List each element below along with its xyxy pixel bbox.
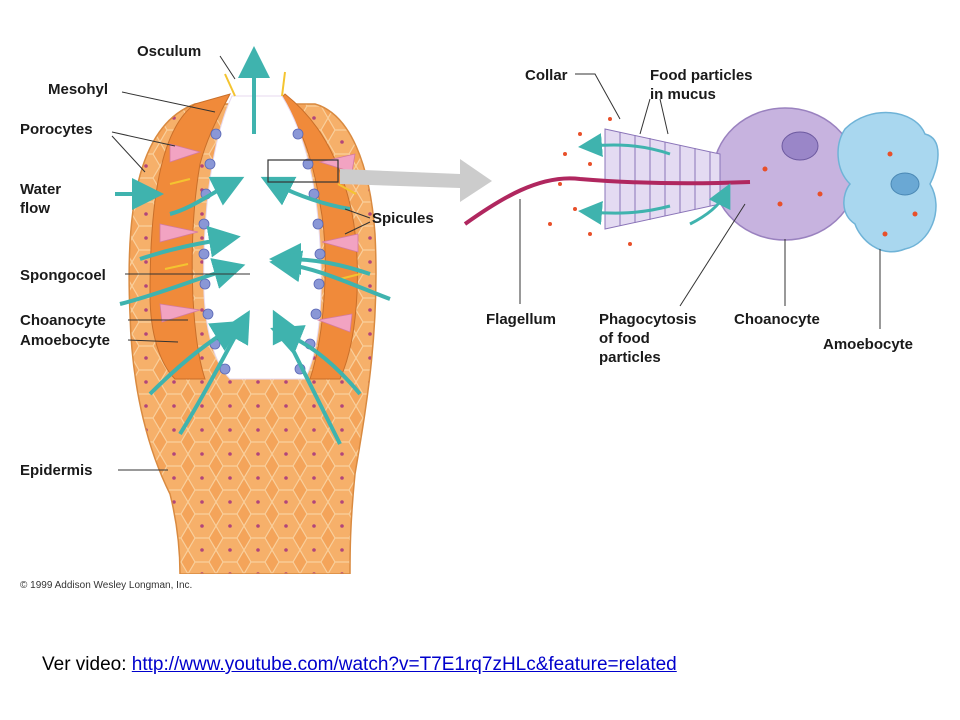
zoom-arrow: [340, 159, 492, 202]
label-food-particles: Food particles in mucus: [650, 67, 753, 103]
label-amoebocyte-cell: Amoebocyte: [823, 336, 914, 353]
amoebocyte-cell-body: [837, 111, 939, 253]
footer-prefix: Ver video:: [42, 654, 132, 675]
label-amoebocyte-sponge: Amoebocyte: [20, 332, 111, 349]
zoom-region-box: [267, 159, 339, 183]
copyright-notice: © 1999 Addison Wesley Longman, Inc.: [20, 580, 193, 591]
diagram-artwork: [111, 46, 939, 574]
flagellum-shape: [463, 176, 751, 226]
label-collar: Collar: [525, 67, 568, 84]
label-choanocyte-cell: Choanocyte: [734, 311, 820, 328]
label-porocytes: Porocytes: [20, 121, 93, 138]
label-epidermis: Epidermis: [20, 462, 93, 479]
label-osculum: Osculum: [137, 43, 202, 60]
label-choanocyte-sponge: Choanocyte: [20, 312, 106, 329]
label-water-flow: Water flow: [20, 181, 62, 217]
video-link[interactable]: http://www.youtube.com/watch?v=T7E1rq7zH…: [131, 654, 677, 675]
sponge-diagram-figure: Osculum Mesohyl Porocytes Water flow Spo…: [20, 34, 955, 574]
label-mesohyl: Mesohyl: [48, 81, 109, 98]
spongocoel-cavity: [203, 95, 322, 380]
label-flagellum: Flagellum: [486, 311, 557, 328]
label-phagocytosis: Phagocytosis of food particles: [599, 311, 697, 366]
label-spicules: Spicules: [372, 210, 434, 227]
label-spongocoel: Spongocoel: [20, 267, 106, 284]
choanocyte-nucleus: [781, 131, 819, 161]
video-footer: Ver video: http://www.youtube.com/watch?…: [42, 654, 677, 676]
